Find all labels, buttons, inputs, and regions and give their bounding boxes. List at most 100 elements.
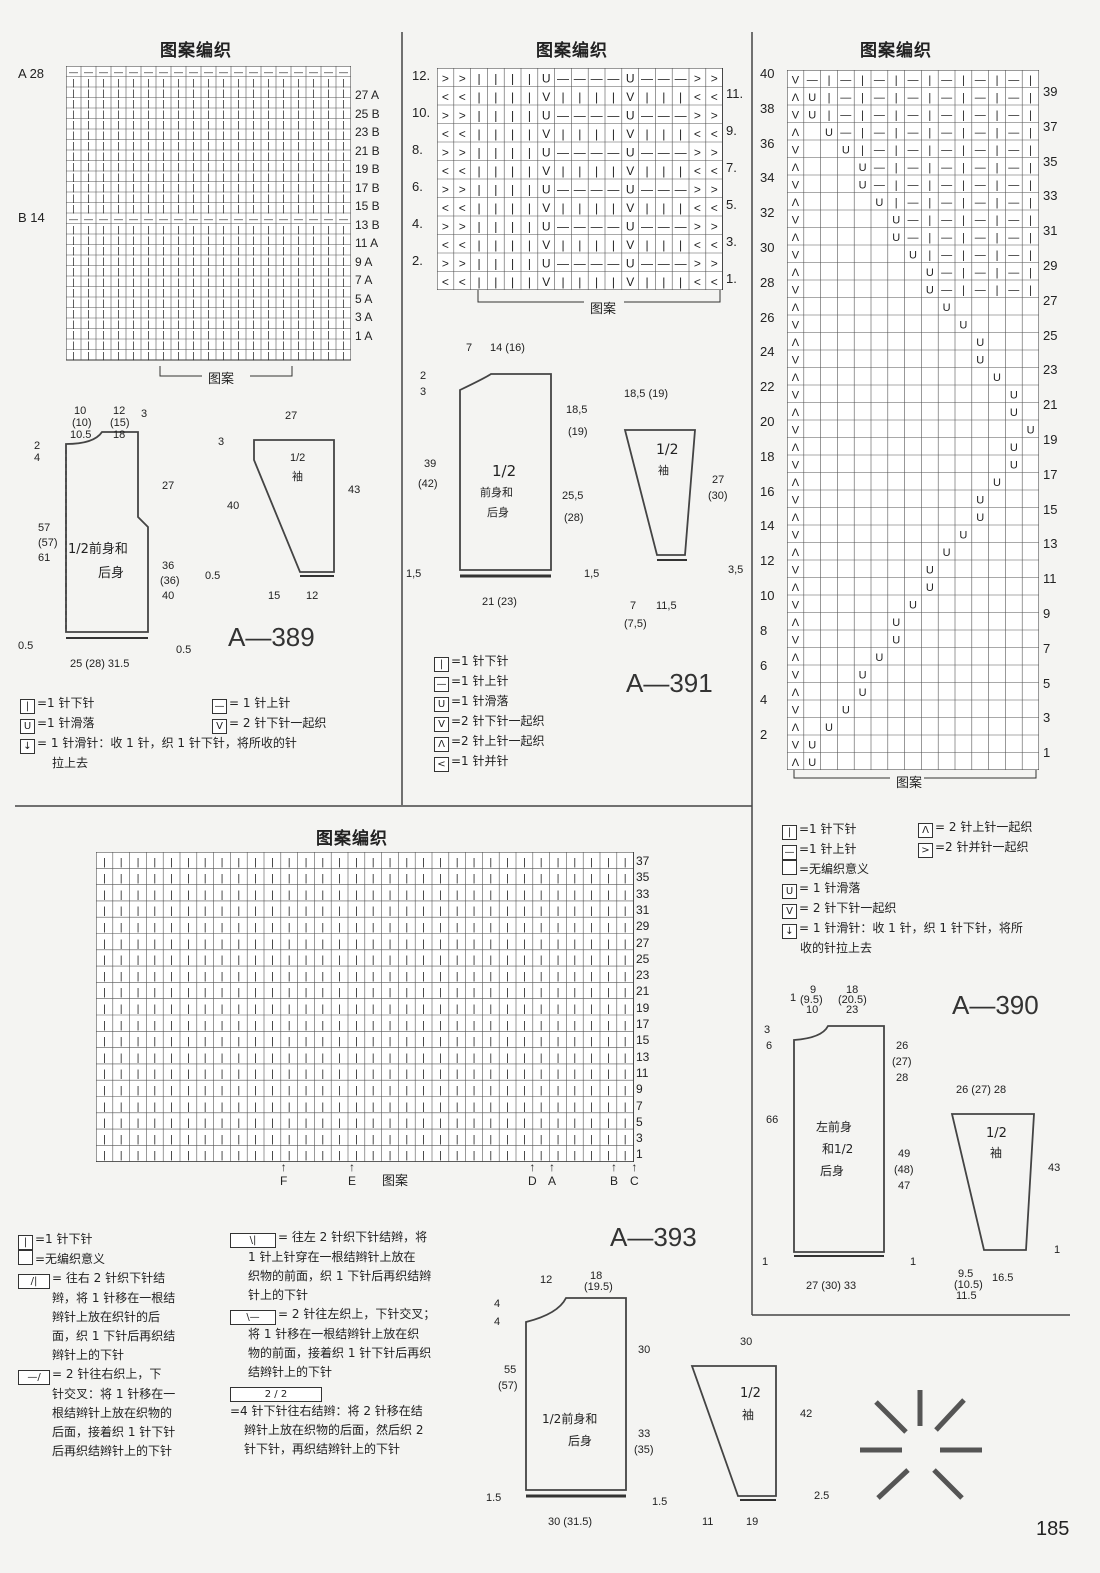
stitch-symbol: |: [962, 162, 965, 174]
stitch-symbol: |: [102, 183, 104, 193]
a391-dim: (7,5): [624, 618, 647, 630]
stitch-symbol: |: [523, 874, 526, 885]
stitch-symbol: |: [147, 298, 149, 308]
stitch-symbol: |: [288, 1053, 291, 1064]
stitch-symbol: |: [607, 1134, 610, 1145]
knit-symbol-icon: |: [18, 1235, 33, 1250]
a391-dim: 18,5: [566, 404, 588, 416]
stitch-symbol: |: [102, 256, 104, 266]
row-label: 5.: [726, 197, 737, 212]
stitch-symbol: |: [895, 75, 898, 87]
stitch-symbol: —: [129, 214, 138, 224]
a390-dim: 18: [846, 984, 859, 996]
stitch-symbol: |: [162, 267, 164, 277]
row-label: 8.: [412, 142, 423, 157]
stitch-symbol: |: [962, 127, 965, 139]
stitch-symbol: —: [249, 214, 258, 224]
stitch-symbol: |: [87, 204, 89, 214]
stitch-symbol: |: [267, 141, 269, 151]
stitch-symbol: |: [254, 1086, 257, 1097]
stitch-symbol: |: [473, 923, 476, 934]
stitch-symbol: |: [590, 955, 593, 966]
a389-dim: 10: [74, 405, 87, 417]
stitch-symbol: |: [162, 141, 164, 151]
stitch-symbol: —: [339, 67, 348, 77]
stitch-symbol: —: [807, 75, 818, 87]
a390-sleeve-half: 1/2: [986, 1126, 1007, 1141]
a393-sleeve-label: 袖: [742, 1408, 755, 1422]
stitch-symbol: |: [254, 1004, 257, 1015]
legend-text: = 2 针往左织上，下针交叉；: [278, 1307, 436, 1321]
stitch-symbol: |: [456, 1118, 459, 1129]
stitch-symbol: |: [267, 277, 269, 287]
stitch-symbol: |: [288, 1102, 291, 1113]
stitch-symbol: |: [578, 238, 581, 252]
column-marker: ↑D: [528, 1160, 537, 1188]
stitch-symbol: |: [177, 151, 179, 161]
stitch-symbol: |: [72, 298, 74, 308]
stitch-symbol: —: [908, 180, 919, 192]
stitch-symbol: |: [477, 220, 480, 234]
stitch-symbol: |: [473, 1037, 476, 1048]
stitch-symbol: —: [641, 146, 653, 160]
stitch-symbol: |: [456, 1151, 459, 1162]
stitch-symbol: <: [459, 90, 466, 104]
stitch-symbol: |: [506, 1102, 509, 1113]
stitch-symbol: |: [297, 183, 299, 193]
stitch-symbol: >: [459, 146, 466, 160]
a391-dim: (28): [564, 512, 584, 524]
stitch-symbol: |: [282, 330, 284, 340]
stitch-symbol: |: [573, 1020, 576, 1031]
stitch-symbol: |: [573, 1004, 576, 1015]
stitch-symbol: —: [557, 220, 569, 234]
stitch-symbol: |: [456, 923, 459, 934]
row-label: 11 A: [355, 236, 379, 250]
stitch-symbol: V: [792, 320, 800, 332]
stitch-symbol: |: [312, 351, 314, 361]
stitch-symbol: <: [711, 238, 718, 252]
stitch-symbol: U: [993, 372, 1001, 384]
stitch-symbol: |: [595, 275, 598, 289]
a389-legend-right: —= 1 针上针 V= 2 针下针一起织: [212, 694, 392, 734]
stitch-symbol: —: [1008, 250, 1019, 262]
stitch-symbol: |: [132, 162, 134, 172]
stitch-symbol: |: [222, 88, 224, 98]
stitch-symbol: |: [305, 906, 308, 917]
stitch-symbol: |: [327, 225, 329, 235]
stitch-symbol: |: [679, 90, 682, 104]
stitch-symbol: |: [372, 857, 375, 868]
stitch-symbol: |: [192, 267, 194, 277]
a391-pattern-title: 图案编织: [536, 41, 608, 61]
stitch-symbol: |: [477, 238, 480, 252]
stitch-symbol: |: [72, 267, 74, 277]
stitch-symbol: —: [607, 183, 619, 197]
stitch-symbol: |: [439, 890, 442, 901]
stitch-symbol: |: [204, 1053, 207, 1064]
stitch-symbol: |: [282, 99, 284, 109]
stitch-symbol: U: [808, 757, 816, 769]
stitch-symbol: |: [177, 204, 179, 214]
stitch-symbol: |: [87, 193, 89, 203]
stitch-symbol: |: [177, 288, 179, 298]
stitch-symbol: |: [162, 319, 164, 329]
a393-code: A—393: [610, 1222, 697, 1252]
slip-symbol-icon: ↓: [20, 739, 35, 754]
stitch-symbol: |: [137, 1020, 140, 1031]
stitch-symbol: |: [207, 351, 209, 361]
stitch-symbol: |: [271, 1053, 274, 1064]
stitch-symbol: |: [962, 110, 965, 122]
stitch-symbol: —: [874, 75, 885, 87]
stitch-symbol: |: [523, 939, 526, 950]
stitch-symbol: —: [1008, 232, 1019, 244]
legend-text: =2 针下针一起织: [451, 714, 545, 728]
stitch-symbol: U: [909, 250, 917, 262]
stitch-symbol: |: [237, 955, 240, 966]
stitch-symbol: |: [1029, 127, 1032, 139]
stitch-symbol: |: [87, 130, 89, 140]
stitch-symbol: |: [87, 109, 89, 119]
stitch-symbol: <: [694, 127, 701, 141]
stitch-symbol: —: [294, 67, 303, 77]
stitch-symbol: —: [975, 110, 986, 122]
stitch-symbol: |: [282, 277, 284, 287]
stitch-symbol: |: [288, 1004, 291, 1015]
